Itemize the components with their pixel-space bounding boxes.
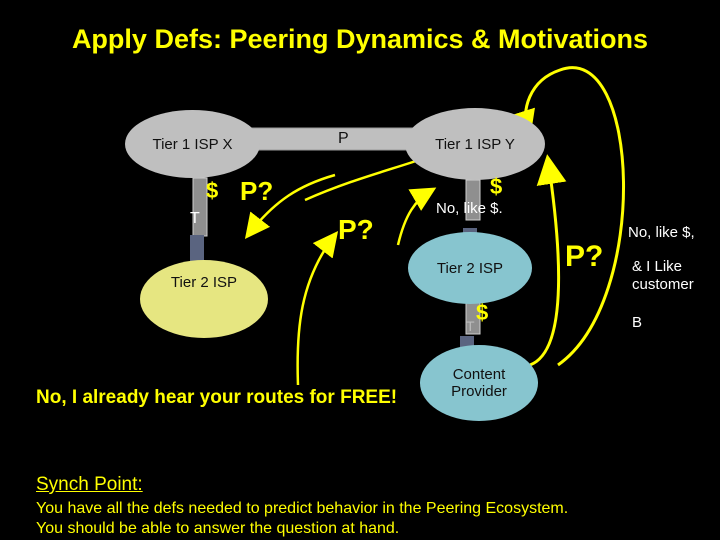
node-content-provider: Content Provider (420, 345, 538, 421)
node-tier2-isp-right-label: Tier 2 ISP (436, 259, 504, 277)
node-tier1-isp-x-label: Tier 1 ISP X (152, 135, 233, 153)
label-left-dollar: $ (206, 178, 219, 203)
label-left-p-question: P? (240, 176, 274, 206)
arrow-no-free-up (296, 231, 339, 386)
label-right-p-question: P? (565, 240, 604, 273)
slide-title: Apply Defs: Peering Dynamics & Motivatio… (71, 24, 649, 54)
arrow-outer-loop (506, 66, 625, 367)
label-peer-p: P (338, 130, 349, 147)
transit-link-right-top (465, 179, 481, 221)
label-top-right-dollar: $ (490, 174, 503, 199)
arrow-center-to-tier1y (396, 187, 437, 246)
annotation-b: B (632, 314, 643, 331)
node-tier2-isp-left-label: Tier 2 ISP (170, 274, 238, 291)
cable-icon-left (190, 235, 204, 265)
node-tier1-isp-y: Tier 1 ISP Y (405, 108, 545, 180)
label-center-p-question: P? (338, 214, 374, 245)
arrow-center-to-y (304, 156, 426, 202)
label-lower-right-t: T (466, 318, 475, 334)
arrow-content-to-tier1y (529, 154, 567, 367)
node-tier1-isp-x: Tier 1 ISP X (125, 110, 260, 178)
label-lower-right-dollar: $ (476, 300, 489, 325)
synch-point-line-2: You should be able to answer the questio… (36, 520, 400, 537)
label-left-t: T (190, 210, 200, 227)
node-tier2-isp-left: Tier 2 ISP (140, 260, 268, 338)
node-tier1-isp-y-label: Tier 1 ISP Y (435, 135, 515, 153)
annotation-no-like-dollar-2: No, like $, (628, 224, 695, 241)
arrow-left-tier2-to-center (244, 173, 336, 239)
node-tier2-isp-right: Tier 2 ISP (408, 232, 532, 304)
annotation-no-free-routes: No, I already hear your routes for FREE! (36, 387, 398, 408)
synch-point-line-1: You have all the defs needed to predict … (36, 500, 569, 517)
node-content-provider-label: Content Provider (451, 366, 507, 400)
synch-point-label: Synch Point: (36, 474, 143, 495)
annotation-i-like-customer: & I Like customer (632, 258, 694, 293)
annotation-no-like-dollar: No, like $. (436, 200, 503, 217)
